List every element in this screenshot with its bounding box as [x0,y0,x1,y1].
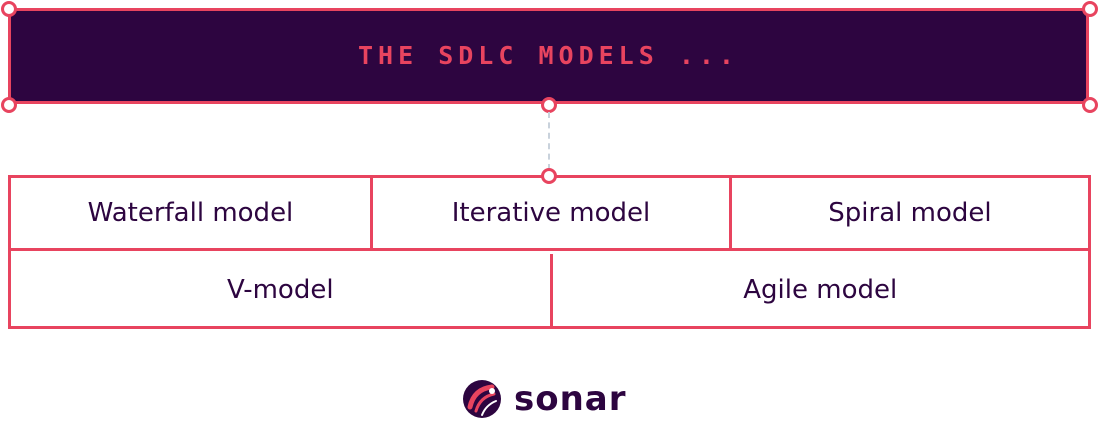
handle-top-left [1,1,17,17]
handle-top-right [1082,1,1098,17]
sonar-logo-text: sonar [514,379,627,419]
sonar-logo: sonar [460,379,627,423]
handle-bottom-left [1,97,17,113]
v-model-cell: V-model [226,275,334,305]
models-grid: Waterfall model Iterative model Spiral m… [8,175,1091,329]
models-row-2: V-model Agile model [11,254,1088,326]
handle-table-top-center [541,168,557,184]
dashed-connector [548,112,550,170]
waterfall-model-cell: Waterfall model [87,198,294,228]
title-box: THE SDLC MODELS ... [8,8,1089,104]
spiral-model-cell: Spiral model [728,178,1088,248]
handle-bottom-center [541,97,557,113]
models-row-1: Waterfall model Iterative model Spiral m… [11,178,1088,251]
diagram-title: THE SDLC MODELS ... [358,40,739,70]
iterative-model-cell: Iterative model [369,178,729,248]
agile-model-cell: Agile model [549,254,1089,326]
handle-bottom-right [1082,97,1098,113]
sonar-logo-icon [460,377,506,425]
